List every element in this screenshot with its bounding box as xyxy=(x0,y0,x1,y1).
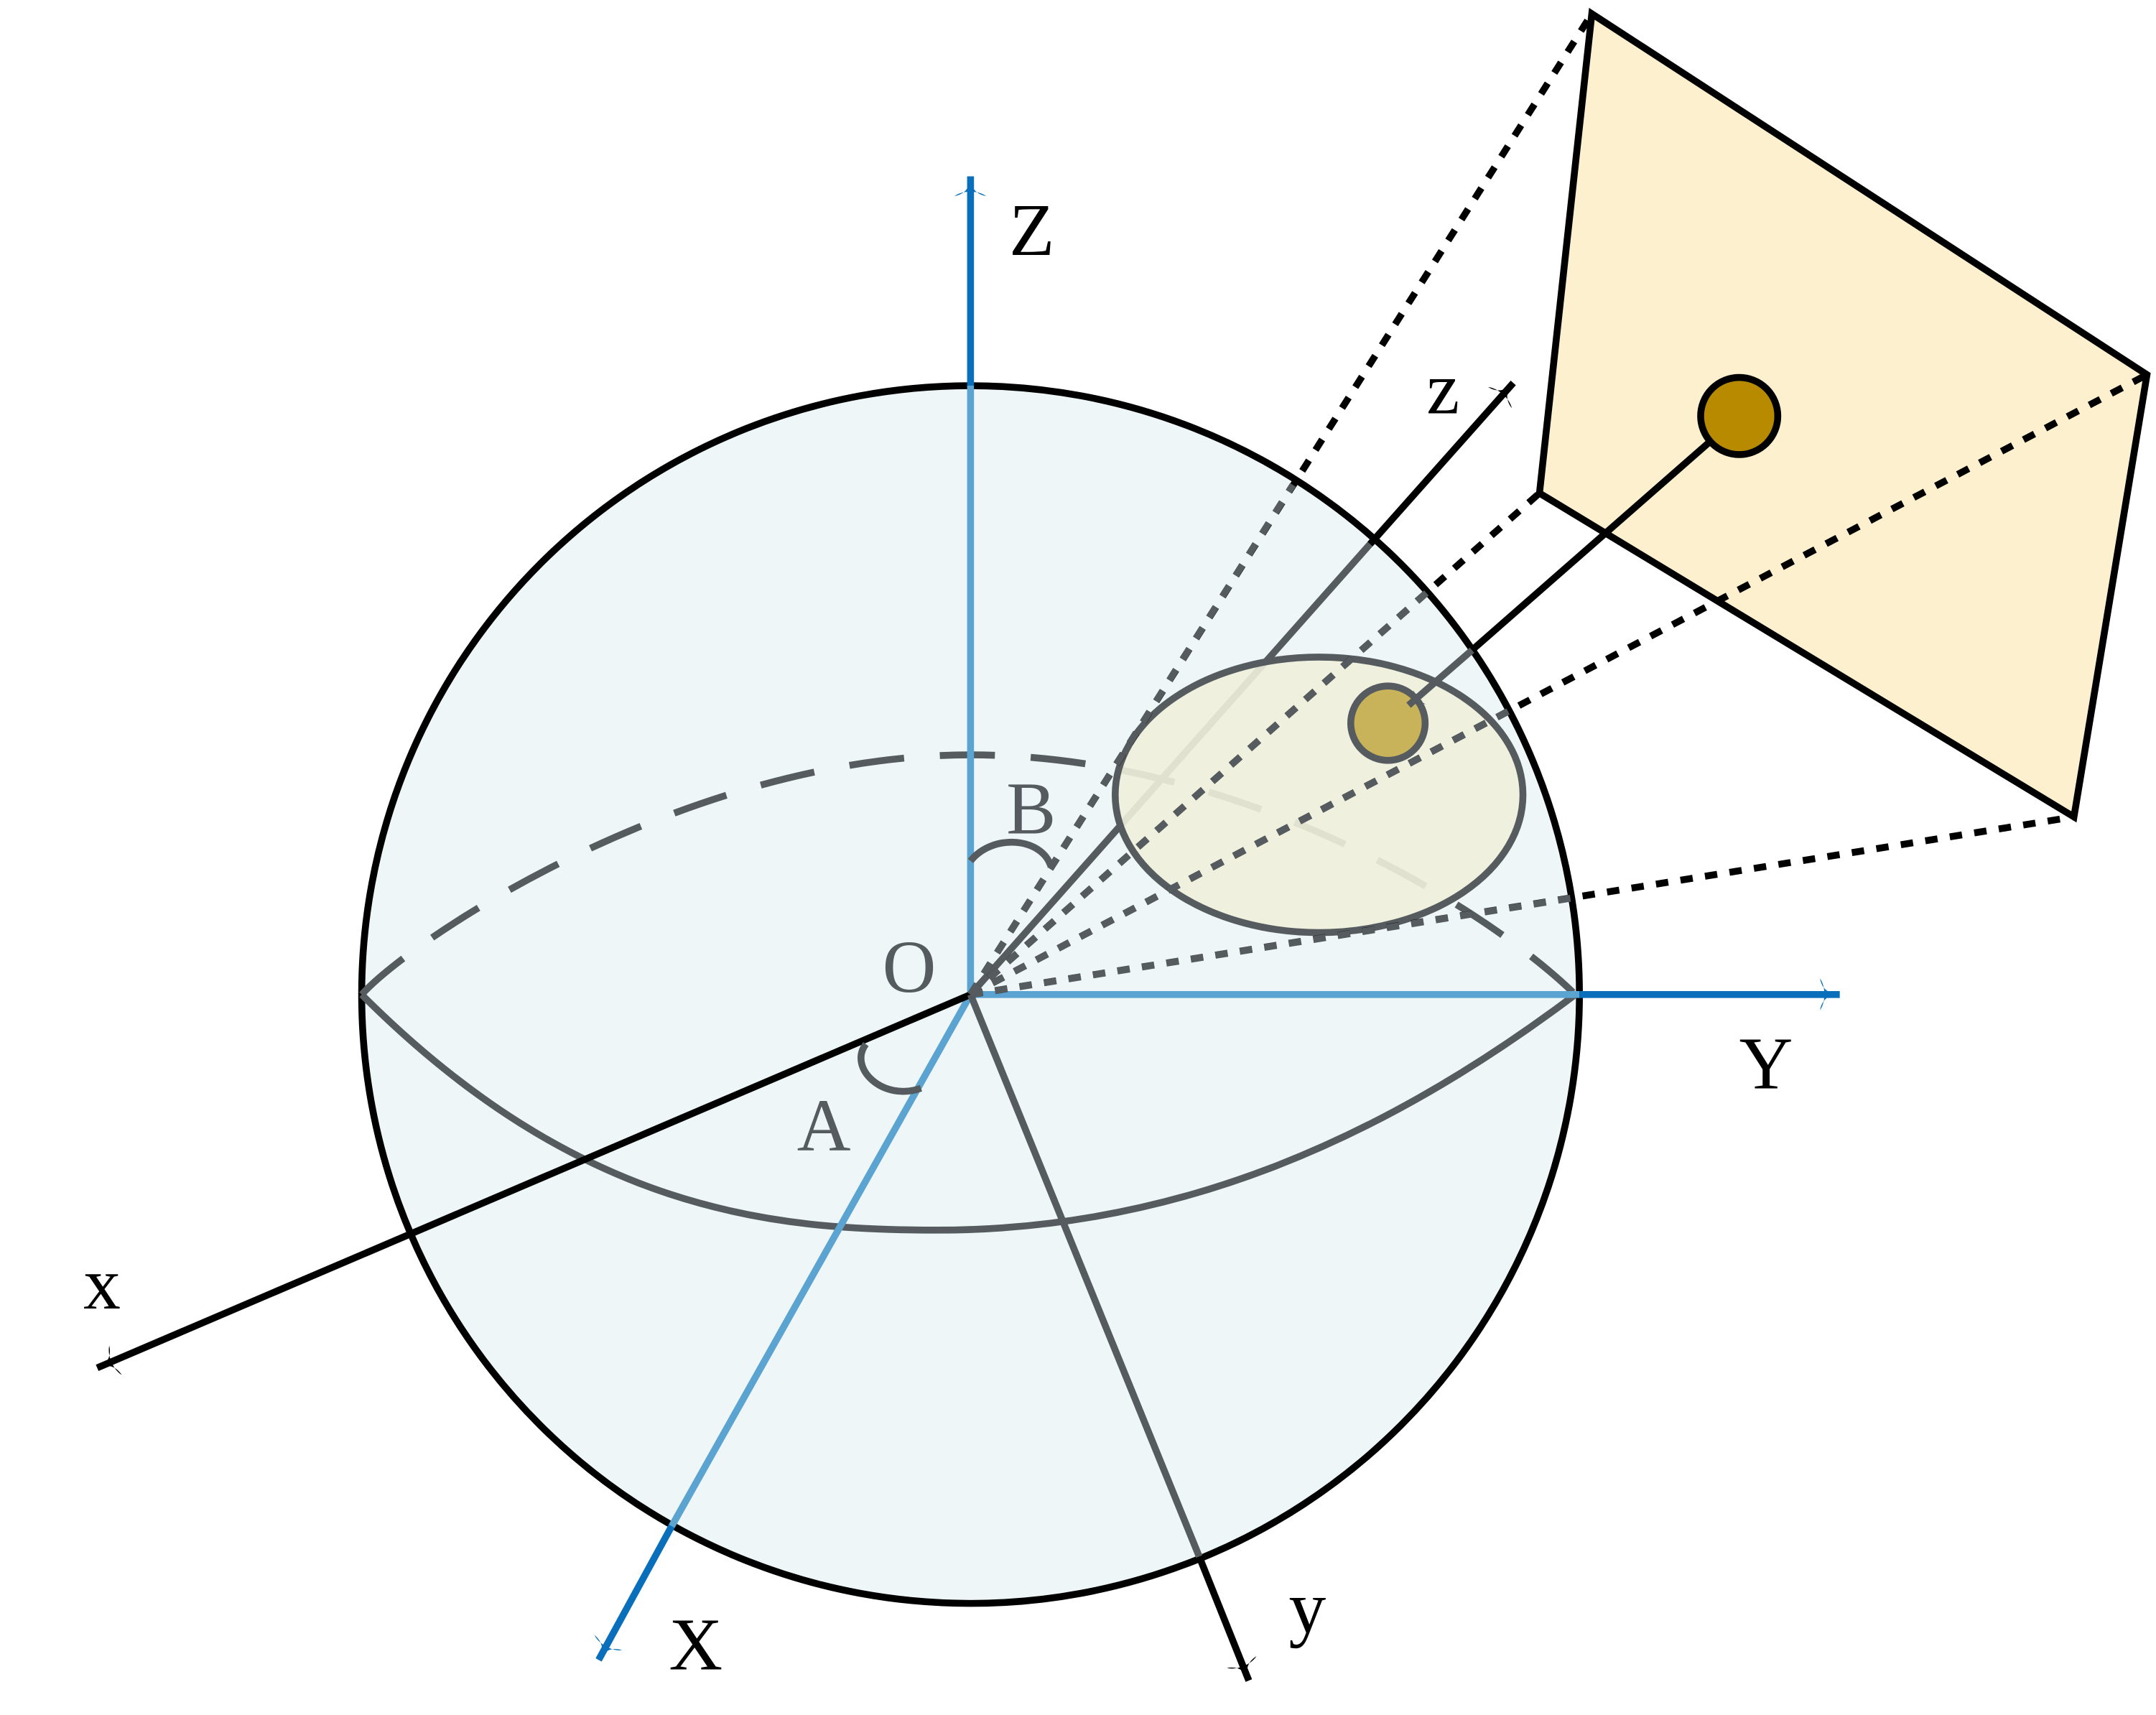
label-angle-b: B xyxy=(1006,768,1056,850)
label-origin: O xyxy=(883,926,937,1008)
label-camera-z: z xyxy=(1426,348,1459,429)
frustum-line-left-inner xyxy=(968,584,1436,998)
projected-point xyxy=(1347,682,1429,764)
projection-ray-outer xyxy=(1469,413,1742,653)
label-camera-x: x xyxy=(83,1243,121,1325)
equator-front xyxy=(359,992,1578,1234)
frustum-line-right-inner xyxy=(969,706,1514,998)
label-angle-a: A xyxy=(797,1085,851,1167)
frustum-line-bottom-inner xyxy=(970,894,1572,998)
projection-ray-inner xyxy=(1406,647,1474,708)
label-world-z: Z xyxy=(1009,190,1054,271)
camera-y-axis-inner xyxy=(967,993,1203,1558)
camera-x-axis xyxy=(96,991,972,1375)
label-camera-y: y xyxy=(1288,1567,1326,1649)
frustum-line-top-inner xyxy=(967,483,1296,997)
label-world-y: Y xyxy=(1739,1023,1793,1105)
image-point xyxy=(1697,373,1782,458)
camera-y-axis xyxy=(1196,1555,1257,1682)
world-x-axis xyxy=(594,1524,675,1662)
frustum-lines xyxy=(967,11,2149,998)
label-world-x: X xyxy=(669,1604,722,1686)
image-plane xyxy=(1535,7,2151,823)
angle-a-arc xyxy=(858,1041,922,1095)
camera-z-axis xyxy=(1367,381,1516,547)
sphere-projection-region xyxy=(1111,654,1527,936)
angle-b-arc xyxy=(967,838,1054,867)
world-x-axis-inner xyxy=(668,993,974,1528)
